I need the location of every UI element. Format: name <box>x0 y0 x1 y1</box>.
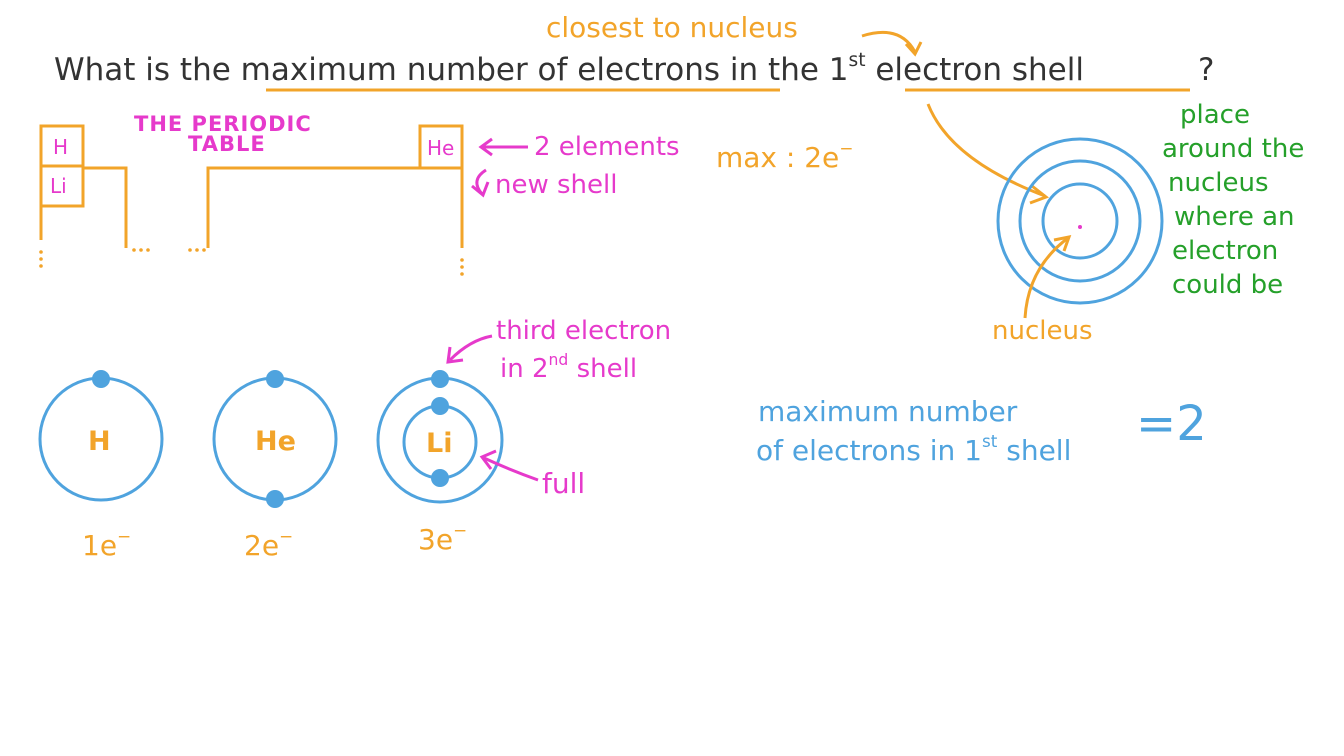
answer-line2-sup: st <box>982 431 998 452</box>
place-line-4: where an <box>1174 202 1295 232</box>
arrow-third-electron <box>448 334 493 362</box>
arrow-to-shells <box>926 103 1046 198</box>
annotation-full: full <box>542 467 586 500</box>
question-mark: ? <box>1198 52 1215 88</box>
question-text: What is the maximum number of electrons … <box>54 51 1084 88</box>
nucleus-dot <box>1078 225 1082 229</box>
count-helium-sup: − <box>279 526 294 547</box>
answer-equals: =2 <box>1136 396 1207 452</box>
atom-lithium <box>376 370 504 504</box>
cell-helium: He <box>427 136 455 160</box>
count-hydrogen-sup: − <box>117 526 132 547</box>
arrowhead-new-shell <box>471 181 490 198</box>
third-electron-shell: shell <box>568 354 638 384</box>
third-electron-in: in 2 <box>500 354 549 384</box>
arrowhead-2-elements <box>478 137 493 157</box>
electron <box>431 469 449 487</box>
electron <box>431 370 449 388</box>
answer-line1: maximum number <box>758 395 1018 428</box>
electron <box>266 490 284 508</box>
electron <box>431 397 449 415</box>
count-hydrogen-text: 1e <box>82 529 118 562</box>
arrow-closest <box>861 30 917 53</box>
count-helium: 2e− <box>244 528 293 562</box>
count-lithium: 3e− <box>418 522 467 556</box>
question-prefix: What is the <box>54 52 241 88</box>
periodic-table-outline <box>39 124 464 248</box>
answer-line2-post: shell <box>997 434 1072 467</box>
arrowhead-third-electron <box>446 346 464 364</box>
question-ordinal-number: 1 <box>828 52 849 88</box>
place-line-3: nucleus <box>1168 168 1269 198</box>
count-helium-text: 2e <box>244 529 280 562</box>
annotation-nucleus: nucleus <box>992 316 1093 346</box>
atom-helium <box>212 370 338 508</box>
answer-line2: of electrons in 1st shell <box>756 433 1072 467</box>
question-ordinal-sup: st <box>848 50 866 72</box>
answer-line2-pre: of electrons in 1 <box>756 434 982 467</box>
atom-symbol-lithium: Li <box>426 428 453 459</box>
place-line-6: could be <box>1172 270 1284 300</box>
periodic-table-title-line1: THE PERIODIC <box>134 112 312 136</box>
annotation-new-shell: new shell <box>495 170 618 200</box>
place-line-5: electron <box>1172 236 1279 266</box>
count-lithium-text: 3e <box>418 523 454 556</box>
third-electron-sup: nd <box>548 351 569 370</box>
atom-symbol-helium: He <box>255 426 296 457</box>
annotation-third-electron-line2: in 2nd shell <box>500 353 638 384</box>
count-lithium-sup: − <box>453 520 468 541</box>
annotation-max-sup: − <box>839 138 854 159</box>
arrowhead-closest <box>904 41 923 57</box>
annotation-2-elements: 2 elements <box>534 132 680 162</box>
annotation-closest-to-nucleus: closest to nucleus <box>546 11 798 44</box>
electron <box>92 370 110 388</box>
atom-symbol-hydrogen: H <box>88 426 111 457</box>
cell-lithium: Li <box>50 174 67 198</box>
cell-hydrogen: H <box>53 135 69 159</box>
arrowhead-to-shells <box>1029 184 1050 205</box>
question-middle: in the <box>720 52 829 88</box>
place-line-2: around the <box>1162 134 1305 164</box>
arrow-nucleus <box>1023 236 1069 319</box>
annotation-third-electron-line1: third electron <box>496 316 672 346</box>
periodic-table-dots <box>39 248 464 276</box>
annotation-max: max : 2e− <box>716 140 853 174</box>
question-suffix: electron shell <box>865 52 1084 88</box>
arrow-full <box>483 456 539 482</box>
arrowhead-full <box>479 449 497 470</box>
periodic-table-title-line2: TABLE <box>188 132 266 156</box>
question-underlined: maximum number of electrons <box>240 52 721 88</box>
count-hydrogen: 1e− <box>82 528 131 562</box>
electron-shells <box>996 137 1164 305</box>
place-line-1: place <box>1180 100 1250 130</box>
electron <box>266 370 284 388</box>
annotation-max-text: max : 2e <box>716 141 840 174</box>
atom-hydrogen <box>38 370 164 502</box>
arrowhead-nucleus <box>1053 235 1072 252</box>
